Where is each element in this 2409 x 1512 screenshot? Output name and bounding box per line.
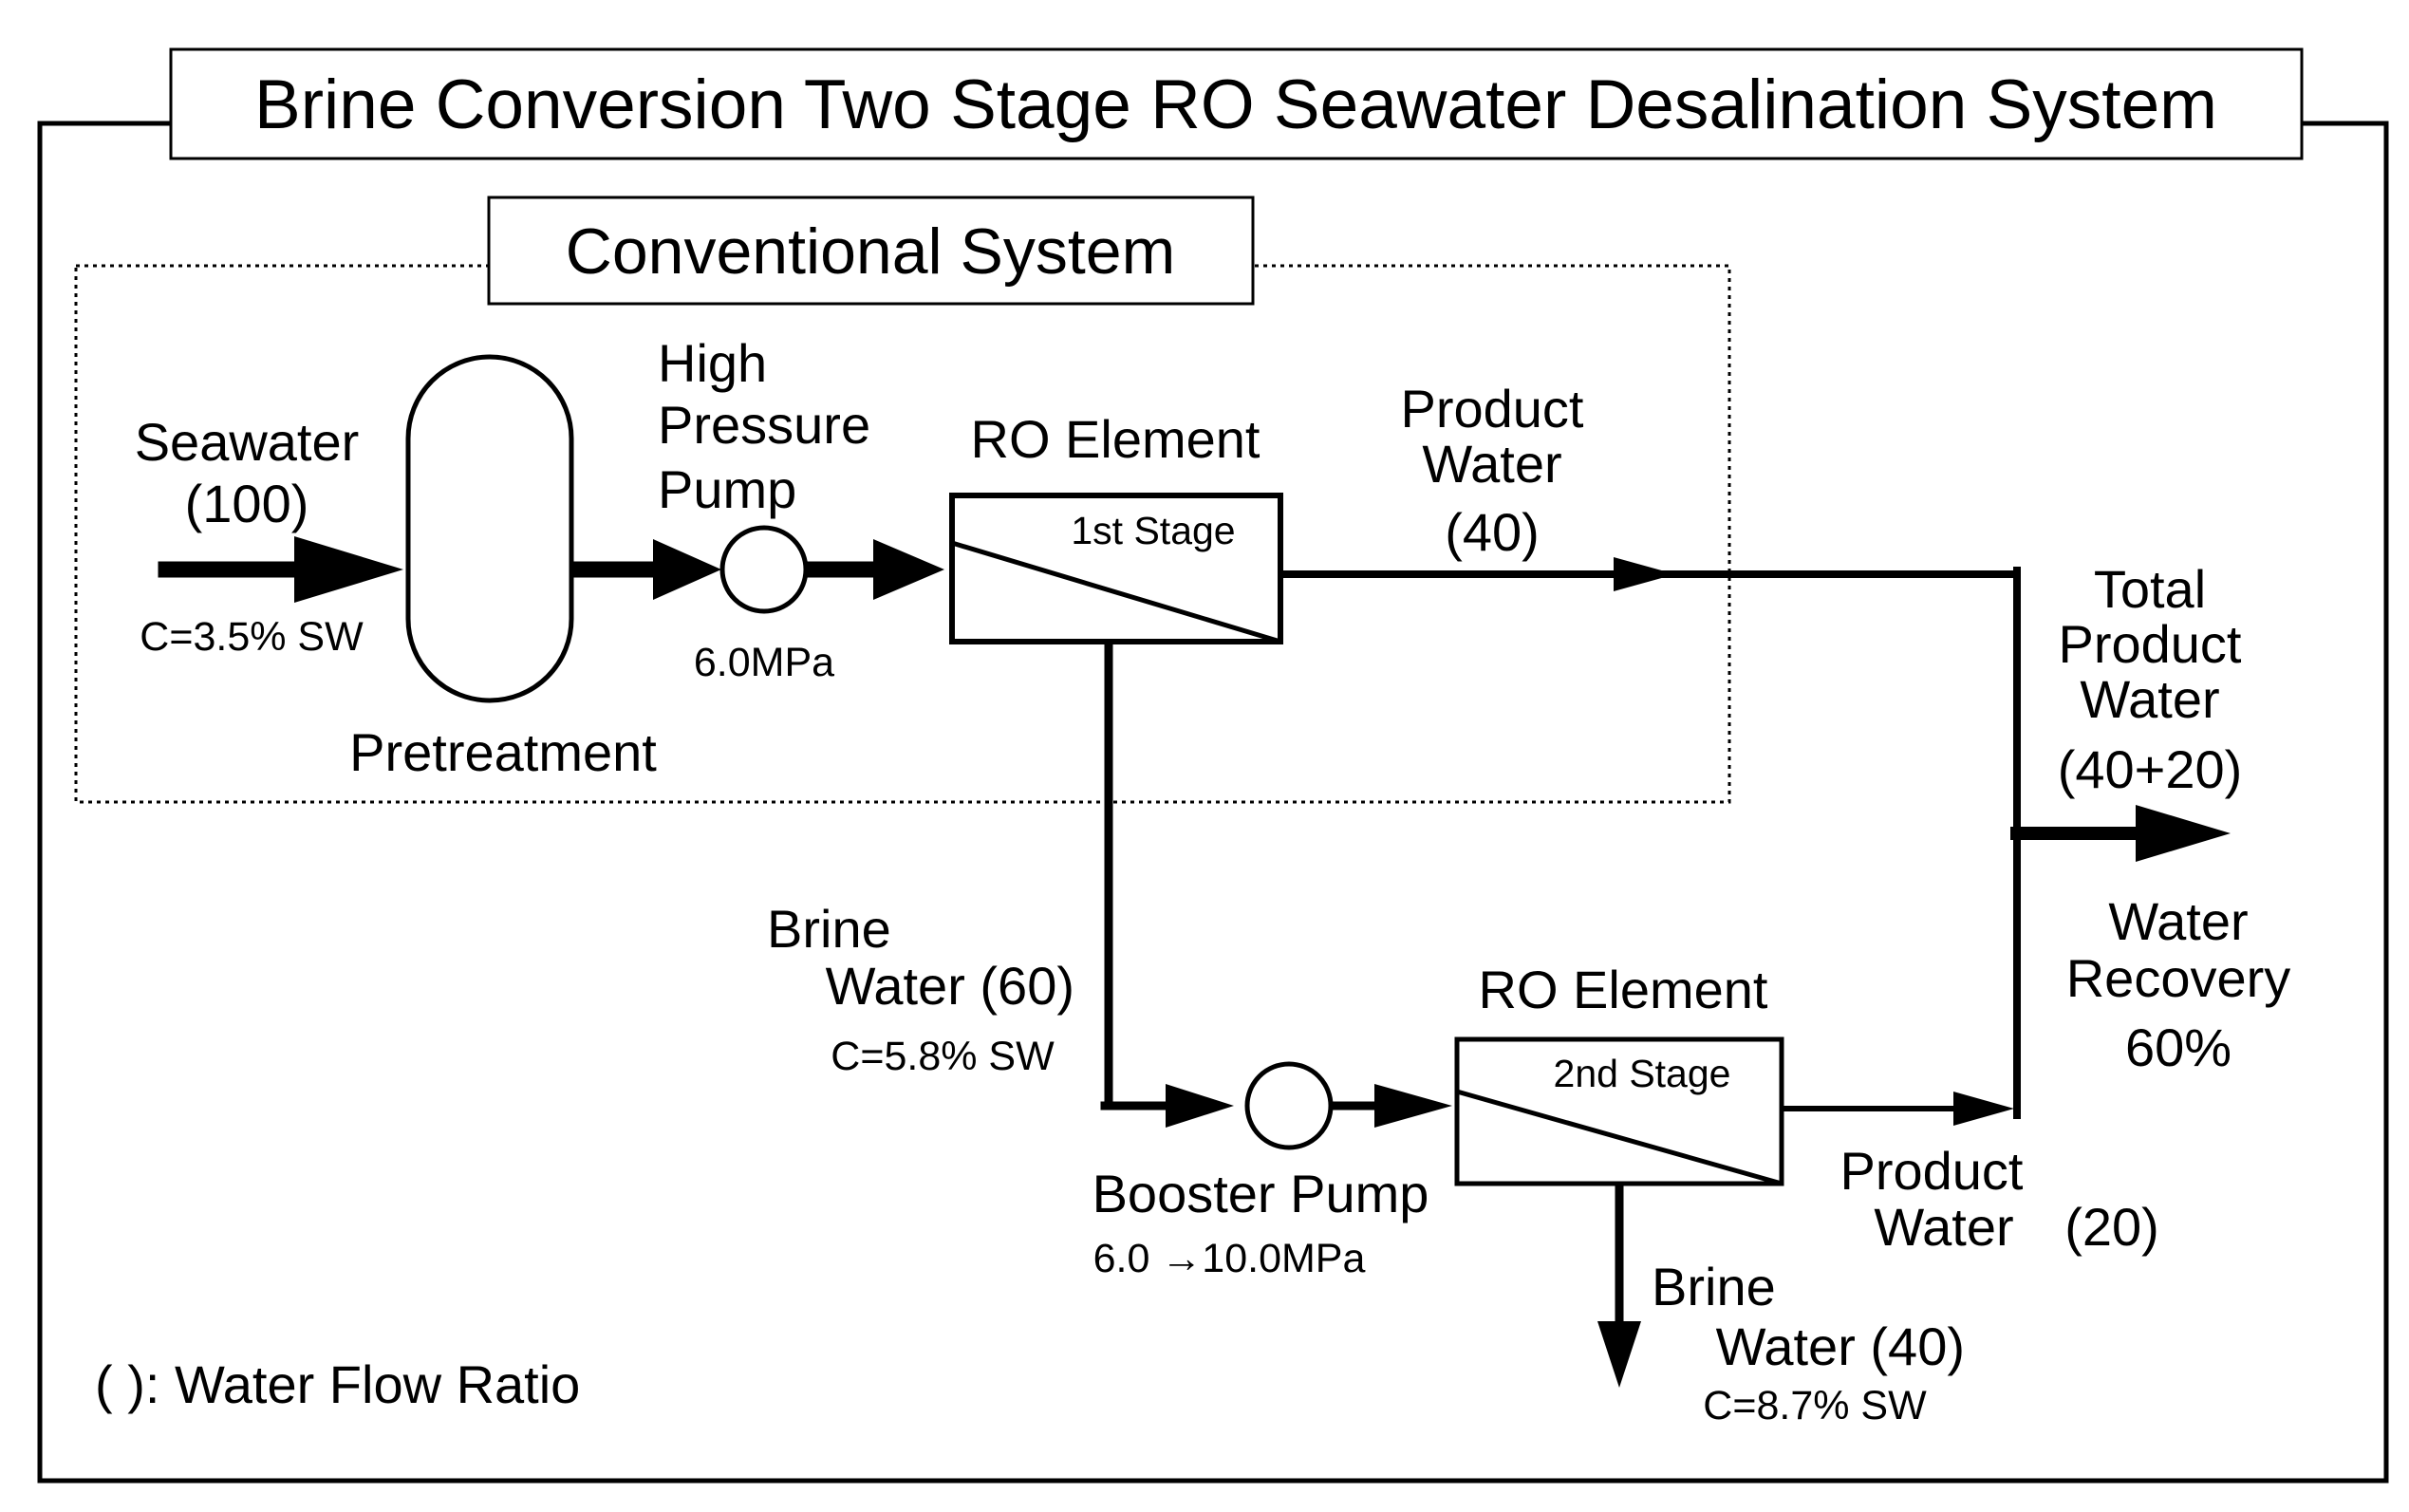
product-water-2-label-2: Water — [1874, 1197, 2013, 1257]
brine-water-2-label-2: Water (40) — [1716, 1316, 1965, 1376]
brine-water-1-concentration: C=5.8% SW — [831, 1034, 1055, 1079]
brine-water-1-label-2: Water (60) — [826, 956, 1074, 1016]
total-product-label-3: Water — [2080, 669, 2219, 729]
ro-element-1-stage: 1st Stage — [1071, 509, 1235, 552]
product-water-2-ratio: (20) — [2064, 1197, 2159, 1257]
ro2-inlet-arrowhead — [1374, 1084, 1452, 1128]
diagram-title: Brine Conversion Two Stage RO Seawater D… — [254, 66, 2217, 143]
seawater-arrowhead — [294, 536, 403, 603]
flow-lines — [158, 561, 2152, 1338]
ro-element-1st-stage — [949, 493, 1283, 644]
ro-element-2-label: RO Element — [1479, 960, 1768, 1019]
conventional-system-title-box — [487, 196, 1255, 306]
high-pressure-pump-pressure: 6.0MPa — [694, 640, 834, 685]
high-pressure-pump-label-1: High — [658, 333, 767, 393]
brine-water-2-concentration: C=8.7% SW — [1703, 1383, 1927, 1428]
pretreatment-label: Pretreatment — [349, 722, 657, 782]
product-water-1-arrowhead — [1614, 557, 1675, 591]
seawater-concentration: C=3.5% SW — [140, 614, 364, 660]
ro-membrane-1 — [951, 540, 1281, 644]
pretreatment-vessel — [405, 354, 574, 703]
high-pressure-pump-label-2: Pressure — [658, 395, 870, 455]
product-water-1-ratio: (40) — [1445, 502, 1540, 562]
ro-membrane-2 — [1456, 1089, 1783, 1186]
water-recovery-label-2: Recovery — [2066, 948, 2291, 1008]
product-water-2-label-1: Product — [1840, 1141, 2024, 1201]
water-recovery-label-1: Water — [2108, 891, 2248, 951]
arrowheads — [294, 536, 2231, 1388]
booster-inlet-arrowhead — [1166, 1084, 1234, 1128]
ro-element-2nd-stage — [1454, 1036, 1784, 1186]
ro1-inlet-arrowhead — [873, 539, 944, 600]
product-water-1-label-1: Product — [1401, 379, 1584, 439]
title-box — [169, 47, 2304, 160]
booster-pump-label: Booster Pump — [1092, 1164, 1429, 1223]
total-product-label-2: Product — [2059, 614, 2242, 674]
total-product-label-1: Total — [2094, 559, 2206, 619]
total-product-arrowhead — [2136, 805, 2231, 862]
ro-element-1-label: RO Element — [971, 409, 1261, 469]
product-water-2-arrowhead — [1953, 1092, 2014, 1126]
legend-water-flow-ratio: ( ): Water Flow Ratio — [95, 1354, 580, 1414]
seawater-label: Seawater — [135, 412, 360, 472]
water-recovery-value: 60% — [2125, 1017, 2232, 1077]
ro-element-2-stage: 2nd Stage — [1554, 1052, 1731, 1095]
high-pressure-pump-icon — [719, 525, 809, 614]
pump-inlet-arrowhead — [653, 539, 721, 600]
product-water-1-label-2: Water — [1422, 434, 1561, 494]
booster-pump-icon — [1244, 1061, 1334, 1150]
total-product-ratio: (40+20) — [2058, 739, 2243, 799]
conventional-system-title: Conventional System — [566, 215, 1176, 288]
booster-pump-pressure: 6.0 →10.0MPa — [1093, 1236, 1366, 1281]
brine-water-2-label-1: Brine — [1652, 1257, 1776, 1316]
seawater-ratio: (100) — [185, 474, 309, 533]
conventional-system-box — [74, 264, 1731, 804]
high-pressure-pump-label-3: Pump — [658, 459, 796, 519]
brine-water-1-label-1: Brine — [767, 899, 891, 959]
brine-2-arrowhead — [1597, 1321, 1641, 1388]
